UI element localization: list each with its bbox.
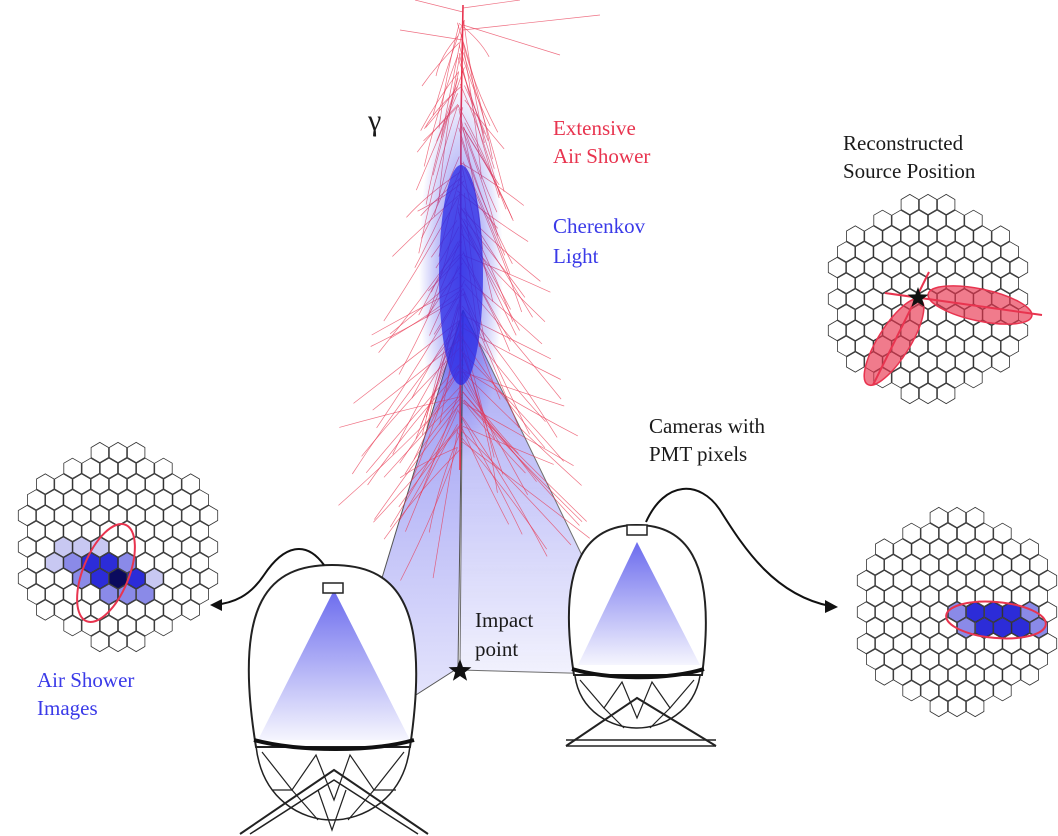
camera-image-right <box>849 504 1058 720</box>
arrow-right-telescope <box>645 487 831 607</box>
images-label-line2: Images <box>37 696 98 720</box>
image-ellipse-right <box>945 600 1047 640</box>
arrow-left-telescope <box>213 548 325 606</box>
air-shower-label-line2: Air Shower <box>553 144 651 168</box>
impact-label-line1: Impact <box>475 608 534 632</box>
arrowhead-right <box>825 600 838 613</box>
cherenkov-light-inner <box>439 165 483 385</box>
image-ellipse-left <box>76 523 136 623</box>
cameras-label-line2: PMT pixels <box>649 442 748 466</box>
impact-point-star-icon <box>448 659 472 681</box>
reconstruction-overlay <box>863 271 1043 386</box>
gamma-label: γ <box>368 104 382 137</box>
telescope-right <box>565 523 717 747</box>
cherenkov-label-line1: Cherenkov <box>553 214 646 238</box>
cherenkov-label-line2: Light <box>553 244 599 268</box>
telescope-left <box>239 563 429 835</box>
camera-image-left <box>10 439 226 655</box>
impact-label-line2: point <box>475 637 519 661</box>
reconstructed-source-star-icon <box>907 287 929 307</box>
arrowhead-left <box>210 599 222 611</box>
reconstructed-label-line1: Reconstructed <box>843 131 964 155</box>
reconstructed-label-line2: Source Position <box>843 159 976 183</box>
images-label-line1: Air Shower <box>37 668 135 692</box>
air-shower-label-line1: Extensive <box>553 116 636 140</box>
cameras-label-line1: Cameras with <box>649 414 766 438</box>
